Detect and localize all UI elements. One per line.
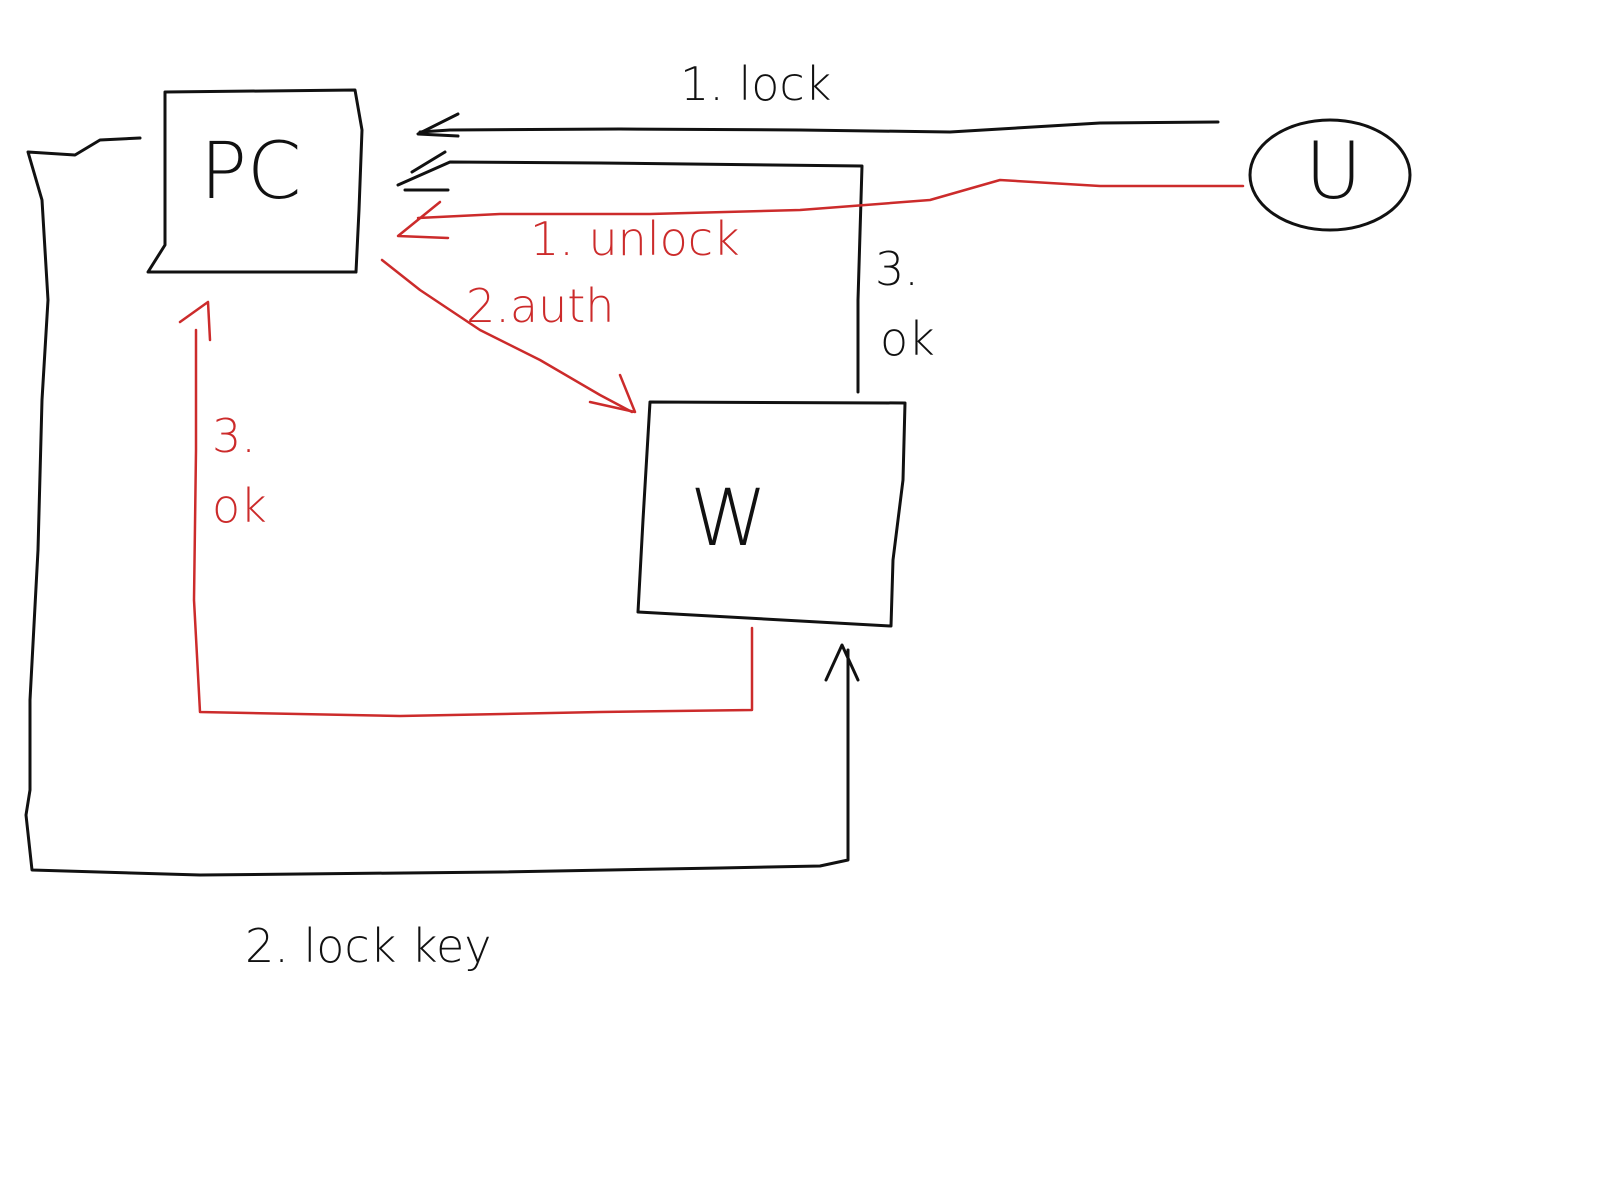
lock-key-arrowhead [824, 643, 860, 682]
w-label: W [690, 474, 767, 564]
ok-3-red-txt: ok [212, 479, 267, 533]
auth-2-label: 2.auth [466, 279, 614, 333]
ok-3-black-num: 3. [875, 242, 919, 296]
lock-key-label: 2. lock key [245, 919, 492, 973]
u-circle [1248, 118, 1412, 232]
w-box [636, 400, 907, 628]
lock-key-arrow [24, 136, 850, 877]
ok-black-arrowhead [403, 150, 450, 192]
unlock-arrowhead [396, 200, 450, 240]
unlock-arrow [416, 178, 1245, 220]
unlock-1-label: 1. unlock [530, 212, 740, 266]
ok-black-arrow [396, 160, 864, 394]
ok-3-red-num: 3. [212, 409, 256, 463]
lock-arrowhead [416, 112, 460, 138]
auth-arrowhead [588, 373, 637, 414]
lock-arrow [418, 120, 1220, 134]
ok-red-arrow [192, 328, 754, 718]
ok-red-arrowhead [178, 300, 212, 342]
pc-label: PC [200, 127, 302, 217]
auth-arrow [380, 258, 634, 414]
u-label: U [1305, 127, 1362, 217]
pc-box [146, 88, 364, 274]
ok-3-black-txt: ok [880, 312, 935, 366]
lock-1-label: 1. lock [680, 57, 831, 111]
